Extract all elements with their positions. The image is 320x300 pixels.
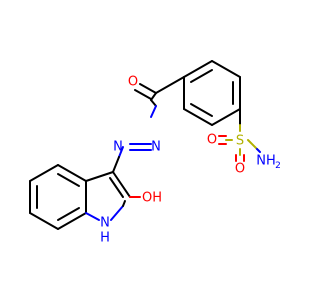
- azo-linkage: N N: [112, 99, 161, 173]
- atom-label-nh2-subscript: 2: [275, 161, 281, 171]
- bond: [183, 108, 213, 126]
- atom-label-o: O: [235, 162, 245, 177]
- bond: [110, 205, 124, 221]
- bond: [247, 139, 258, 150]
- bond: [85, 212, 100, 221]
- bond: [134, 89, 152, 100]
- indole-pyrrole-ring: OH N H: [85, 171, 162, 246]
- indole-benzene-ring: [29, 164, 87, 230]
- bond: [211, 108, 241, 126]
- bond: [112, 156, 120, 173]
- bond: [29, 212, 59, 230]
- bond: [118, 146, 124, 158]
- atom-label-h: H: [100, 231, 110, 246]
- atom-label-n: N: [151, 140, 161, 155]
- bond: [150, 105, 157, 118]
- bond: [139, 83, 157, 94]
- bond: [256, 148, 261, 153]
- atom-label-o: O: [128, 75, 138, 90]
- bond: [150, 99, 157, 107]
- carbonyl-group: O: [128, 75, 185, 101]
- structure-canvas: O N N S O O NH 2: [29, 60, 281, 246]
- benzene-ring: [183, 60, 241, 126]
- bond: [85, 171, 114, 182]
- bond: [155, 76, 185, 94]
- bond: [112, 171, 131, 198]
- atom-label-s: S: [236, 134, 244, 149]
- atom-label-nh2: NH: [256, 154, 276, 169]
- atom-label-oh: OH: [142, 191, 162, 206]
- bond: [122, 200, 126, 207]
- sulfonamide-group: S O O NH 2: [207, 108, 281, 177]
- bond: [183, 60, 213, 78]
- bond: [109, 177, 124, 198]
- bond: [57, 173, 80, 187]
- molecule-diagram: O N N S O O NH 2: [29, 60, 281, 246]
- atom-label-o: O: [207, 133, 217, 148]
- bond: [29, 164, 59, 182]
- bond: [57, 207, 80, 221]
- atom-label-n: N: [113, 140, 123, 155]
- atom-label-n: N: [100, 216, 110, 231]
- bond: [211, 60, 241, 78]
- bond: [190, 103, 213, 117]
- bond: [57, 212, 87, 230]
- bond: [57, 164, 87, 182]
- bond: [190, 69, 213, 83]
